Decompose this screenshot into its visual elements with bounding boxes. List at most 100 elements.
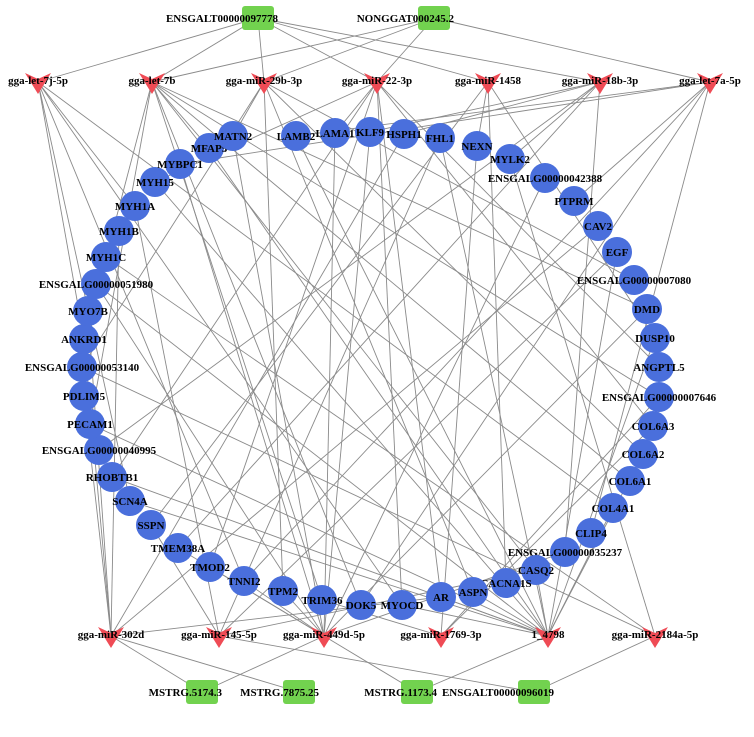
gene-node-pdlim5: PDLIM5 — [63, 381, 106, 411]
gene-circle — [530, 163, 560, 193]
gene-circle — [165, 149, 195, 179]
lncrna-square — [283, 680, 315, 704]
gene-circle — [84, 435, 114, 465]
gene-label: SCN4A — [112, 496, 148, 508]
gene-circle — [307, 585, 337, 615]
gene-label: ENSGALG00000007646 — [602, 392, 717, 404]
gene-node-lama1: LAMA1 — [315, 118, 355, 148]
gene-circle — [355, 117, 385, 147]
gene-label: TPM2 — [268, 586, 298, 598]
mirna-node-1-4798: 1_4798 — [532, 627, 565, 648]
mirna-arrow — [206, 627, 232, 648]
gene-label: ENSGALG00000007080 — [577, 275, 692, 287]
mirna-node-gga-mir-145-5p: gga-miR-145-5p — [181, 627, 257, 648]
gene-circle — [576, 518, 606, 548]
gene-label: DUSP10 — [635, 333, 675, 345]
edge-ensgalt00000097778-gga-mir-1458 — [257, 17, 489, 83]
gene-label: DOK5 — [346, 600, 377, 612]
gene-label: ENSGALG00000051980 — [39, 279, 154, 291]
edge-ensgalt00000096019-gga-mir-2184a-5p — [533, 635, 656, 693]
mirna-arrow — [251, 73, 277, 94]
gene-circle — [218, 121, 248, 151]
gene-circle — [583, 211, 613, 241]
gene-node-fhl1: FHL1 — [425, 123, 455, 153]
mirna-arrow — [587, 73, 613, 94]
gene-label: MYLK2 — [490, 154, 530, 166]
gene-circle — [598, 493, 628, 523]
gene-label: FHL1 — [426, 133, 454, 145]
gene-circle — [426, 582, 456, 612]
gene-label: HSPH1 — [386, 129, 421, 141]
mirna-label: gga-miR-449d-5p — [283, 629, 365, 641]
gene-circle — [644, 352, 674, 382]
gene-label: COL6A3 — [632, 421, 675, 433]
lncrna-square — [418, 6, 450, 30]
gene-circle — [550, 537, 580, 567]
lncrna-node-nonggat000245-2: NONGGAT000245.2 — [357, 6, 454, 30]
gene-node-dusp10: DUSP10 — [635, 323, 675, 353]
gene-label: RHOBTB1 — [86, 472, 139, 484]
edge-gga-mir-449d-5p-mybpc1 — [179, 163, 325, 637]
mirna-label: gga-miR-18b-3p — [562, 75, 638, 87]
gene-node-col6a3: COL6A3 — [632, 411, 675, 441]
gene-circle — [120, 191, 150, 221]
gene-label: ASPN — [459, 587, 488, 599]
mirna-label: gga-miR-1458 — [455, 75, 521, 87]
gene-label: LAMA1 — [315, 128, 354, 140]
gene-circle — [194, 133, 224, 163]
gene-label: MYH15 — [136, 177, 174, 189]
edge-ensgalt00000097778-gga-let-7b — [151, 17, 259, 83]
gene-node-rhobtb1: RHOBTB1 — [86, 462, 139, 492]
mirna-arrow — [364, 73, 390, 94]
gene-label: COL6A2 — [622, 449, 665, 461]
edge-ensgalt00000096019-gga-mir-145-5p — [218, 635, 535, 693]
edge-gga-mir-18b-3p-mylk2 — [509, 81, 601, 160]
mirna-label: gga-let-7a-5p — [679, 75, 741, 87]
mirna-node-gga-let-7a-5p: gga-let-7a-5p — [679, 73, 741, 94]
gene-circle — [268, 576, 298, 606]
gene-node-mylk2: MYLK2 — [490, 144, 530, 174]
gene-circle — [136, 510, 166, 540]
gene-circle — [163, 533, 193, 563]
gene-circle — [115, 486, 145, 516]
gene-circle — [462, 131, 492, 161]
gene-label: MYO7B — [68, 306, 108, 318]
edge-layer — [37, 17, 711, 693]
gene-label: PECAM1 — [67, 419, 113, 431]
gene-node-clip4: CLIP4 — [575, 518, 607, 548]
mirna-node-gga-mir-449d-5p: gga-miR-449d-5p — [283, 627, 365, 648]
gene-label: TMEM38A — [151, 543, 205, 555]
gene-node-nexn: NEXN — [461, 131, 493, 161]
gene-label: LAMB2 — [277, 131, 316, 143]
lncrna-node-ensgalt00000097778: ENSGALT00000097778 — [166, 6, 279, 30]
gene-node-ensgalg00000053140: ENSGALG00000053140 — [25, 352, 140, 382]
gene-label: TMOD2 — [190, 562, 230, 574]
gene-label: NEXN — [461, 141, 492, 153]
gene-node-col6a2: COL6A2 — [622, 439, 665, 469]
gene-label: EGF — [606, 247, 629, 259]
gene-circle — [140, 167, 170, 197]
edge-1-4798-ar — [440, 596, 549, 637]
edge-gga-let-7a-5p-tnni2 — [243, 81, 711, 582]
gene-label: TRIM36 — [302, 595, 343, 607]
lncrna-square — [518, 680, 550, 704]
edge-gga-mir-29b-3p-tpm2 — [263, 81, 284, 592]
edge-gga-let-7a-5p-mybpc1 — [179, 81, 711, 165]
edge-gga-mir-22-3p-ar — [376, 81, 442, 598]
mirna-node-gga-let-7b: gga-let-7b — [128, 73, 176, 94]
mirna-label: gga-miR-145-5p — [181, 629, 257, 641]
lncrna-label: ENSGALT00000096019 — [442, 687, 555, 699]
lncrna-node-mstrg-5174-3: MSTRG.5174.3 — [149, 680, 222, 704]
edge-gga-let-7j-5p-tnni2 — [37, 81, 245, 582]
edge-1-4798-lamb2 — [295, 135, 549, 637]
edge-1-4798-mfap5 — [208, 147, 549, 637]
gene-circle — [559, 186, 589, 216]
edge-gga-mir-22-3p-myocd — [376, 81, 403, 606]
gene-circle — [81, 269, 111, 299]
gene-label: MYH1C — [86, 252, 126, 264]
gene-label: ENSGALG00000042388 — [488, 173, 603, 185]
edge-nonggat000245-2-gga-let-7b — [151, 17, 435, 83]
edge-gga-mir-18b-3p-ensgalg00000040995 — [98, 81, 601, 451]
edge-gga-mir-22-3p-col6a3 — [376, 81, 654, 427]
gene-node-hsph1: HSPH1 — [386, 119, 422, 149]
